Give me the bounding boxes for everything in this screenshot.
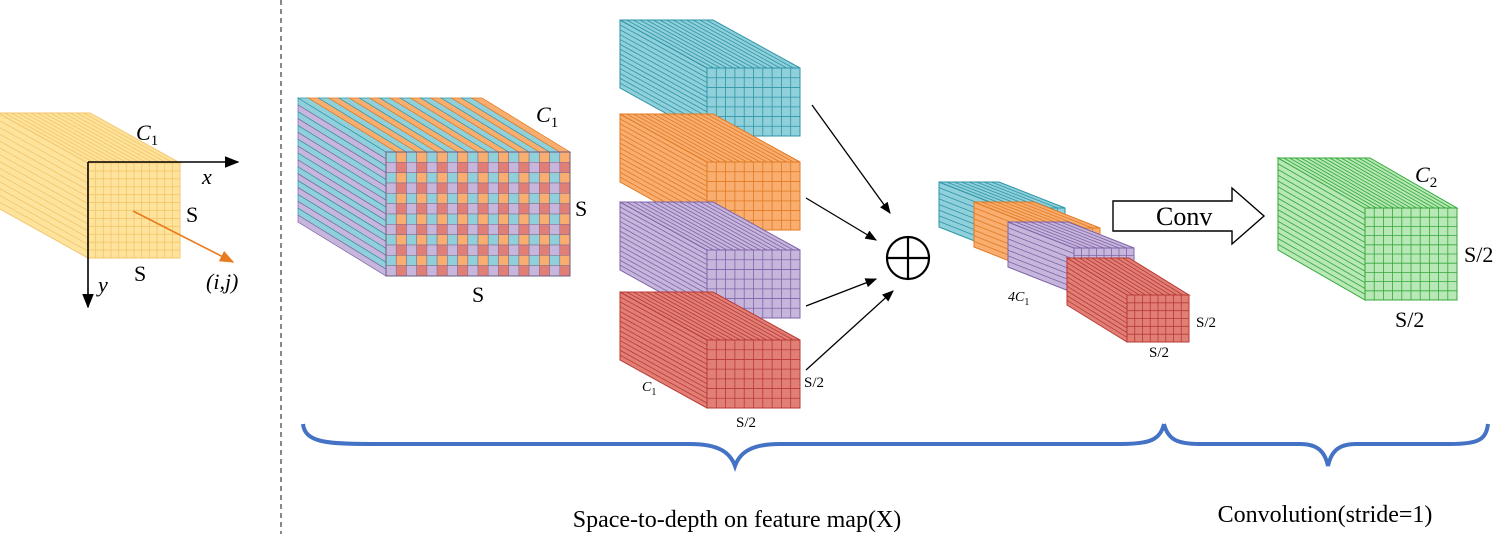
- side-label-s: S: [186, 202, 198, 227]
- slice-bottom-label: S/2: [736, 415, 756, 431]
- concatenated-feature-cube: 4C1 S/2 S/2: [938, 181, 1216, 361]
- space-to-depth-caption: Space-to-depth on feature map(X): [573, 507, 902, 533]
- convolution-caption: Convolution(stride=1): [1218, 502, 1433, 528]
- x-axis-label: x: [201, 164, 212, 189]
- input-feature-map-panel: C1 x y S S (i,j): [0, 112, 240, 309]
- conv-arrow-label: Conv: [1156, 202, 1212, 231]
- s2d-bottom-label: S: [472, 282, 484, 307]
- checkerboard-feature-cube: [296, 97, 572, 277]
- s2d-input-cube-group: C1 S S: [296, 97, 587, 307]
- s2d-side-label: S: [575, 196, 587, 221]
- point-arrow: [132, 210, 235, 263]
- space-to-depth-brace: [301, 423, 1166, 472]
- concat-bottom-label: S/2: [1149, 345, 1169, 361]
- output-bottom-label: S/2: [1395, 307, 1424, 332]
- channel-label-c1: C1: [136, 120, 158, 149]
- output-side-label: S/2: [1464, 242, 1493, 267]
- slice-orange: [619, 113, 801, 231]
- slice-side-label: S/2: [804, 375, 824, 391]
- concat-channel-label: 4C1: [1008, 290, 1029, 308]
- output-feature-cube-group: C2 S/2 S/2: [1276, 157, 1493, 332]
- slice-red: [619, 291, 801, 409]
- output-channel-label: C2: [1415, 162, 1437, 191]
- concat-arrows: [805, 104, 894, 371]
- output-feature-cube: [1276, 157, 1459, 301]
- concat-side-label: S/2: [1196, 315, 1216, 331]
- input-feature-map-cube: [0, 112, 182, 259]
- concat-block-red: [1065, 257, 1191, 343]
- conv-arrow: Conv: [1112, 186, 1266, 246]
- s2d-channel-label: C1: [536, 102, 558, 131]
- slice-channel-label: C1: [642, 380, 656, 398]
- slice-blue: [619, 19, 801, 137]
- y-axis-label: y: [96, 272, 108, 297]
- point-label-ij: (i,j): [206, 269, 238, 294]
- convolution-brace: [1162, 423, 1490, 467]
- bottom-label-s: S: [134, 261, 146, 286]
- sub-feature-slices: C1 S/2 S/2: [619, 19, 824, 431]
- concat-operator: [885, 235, 931, 281]
